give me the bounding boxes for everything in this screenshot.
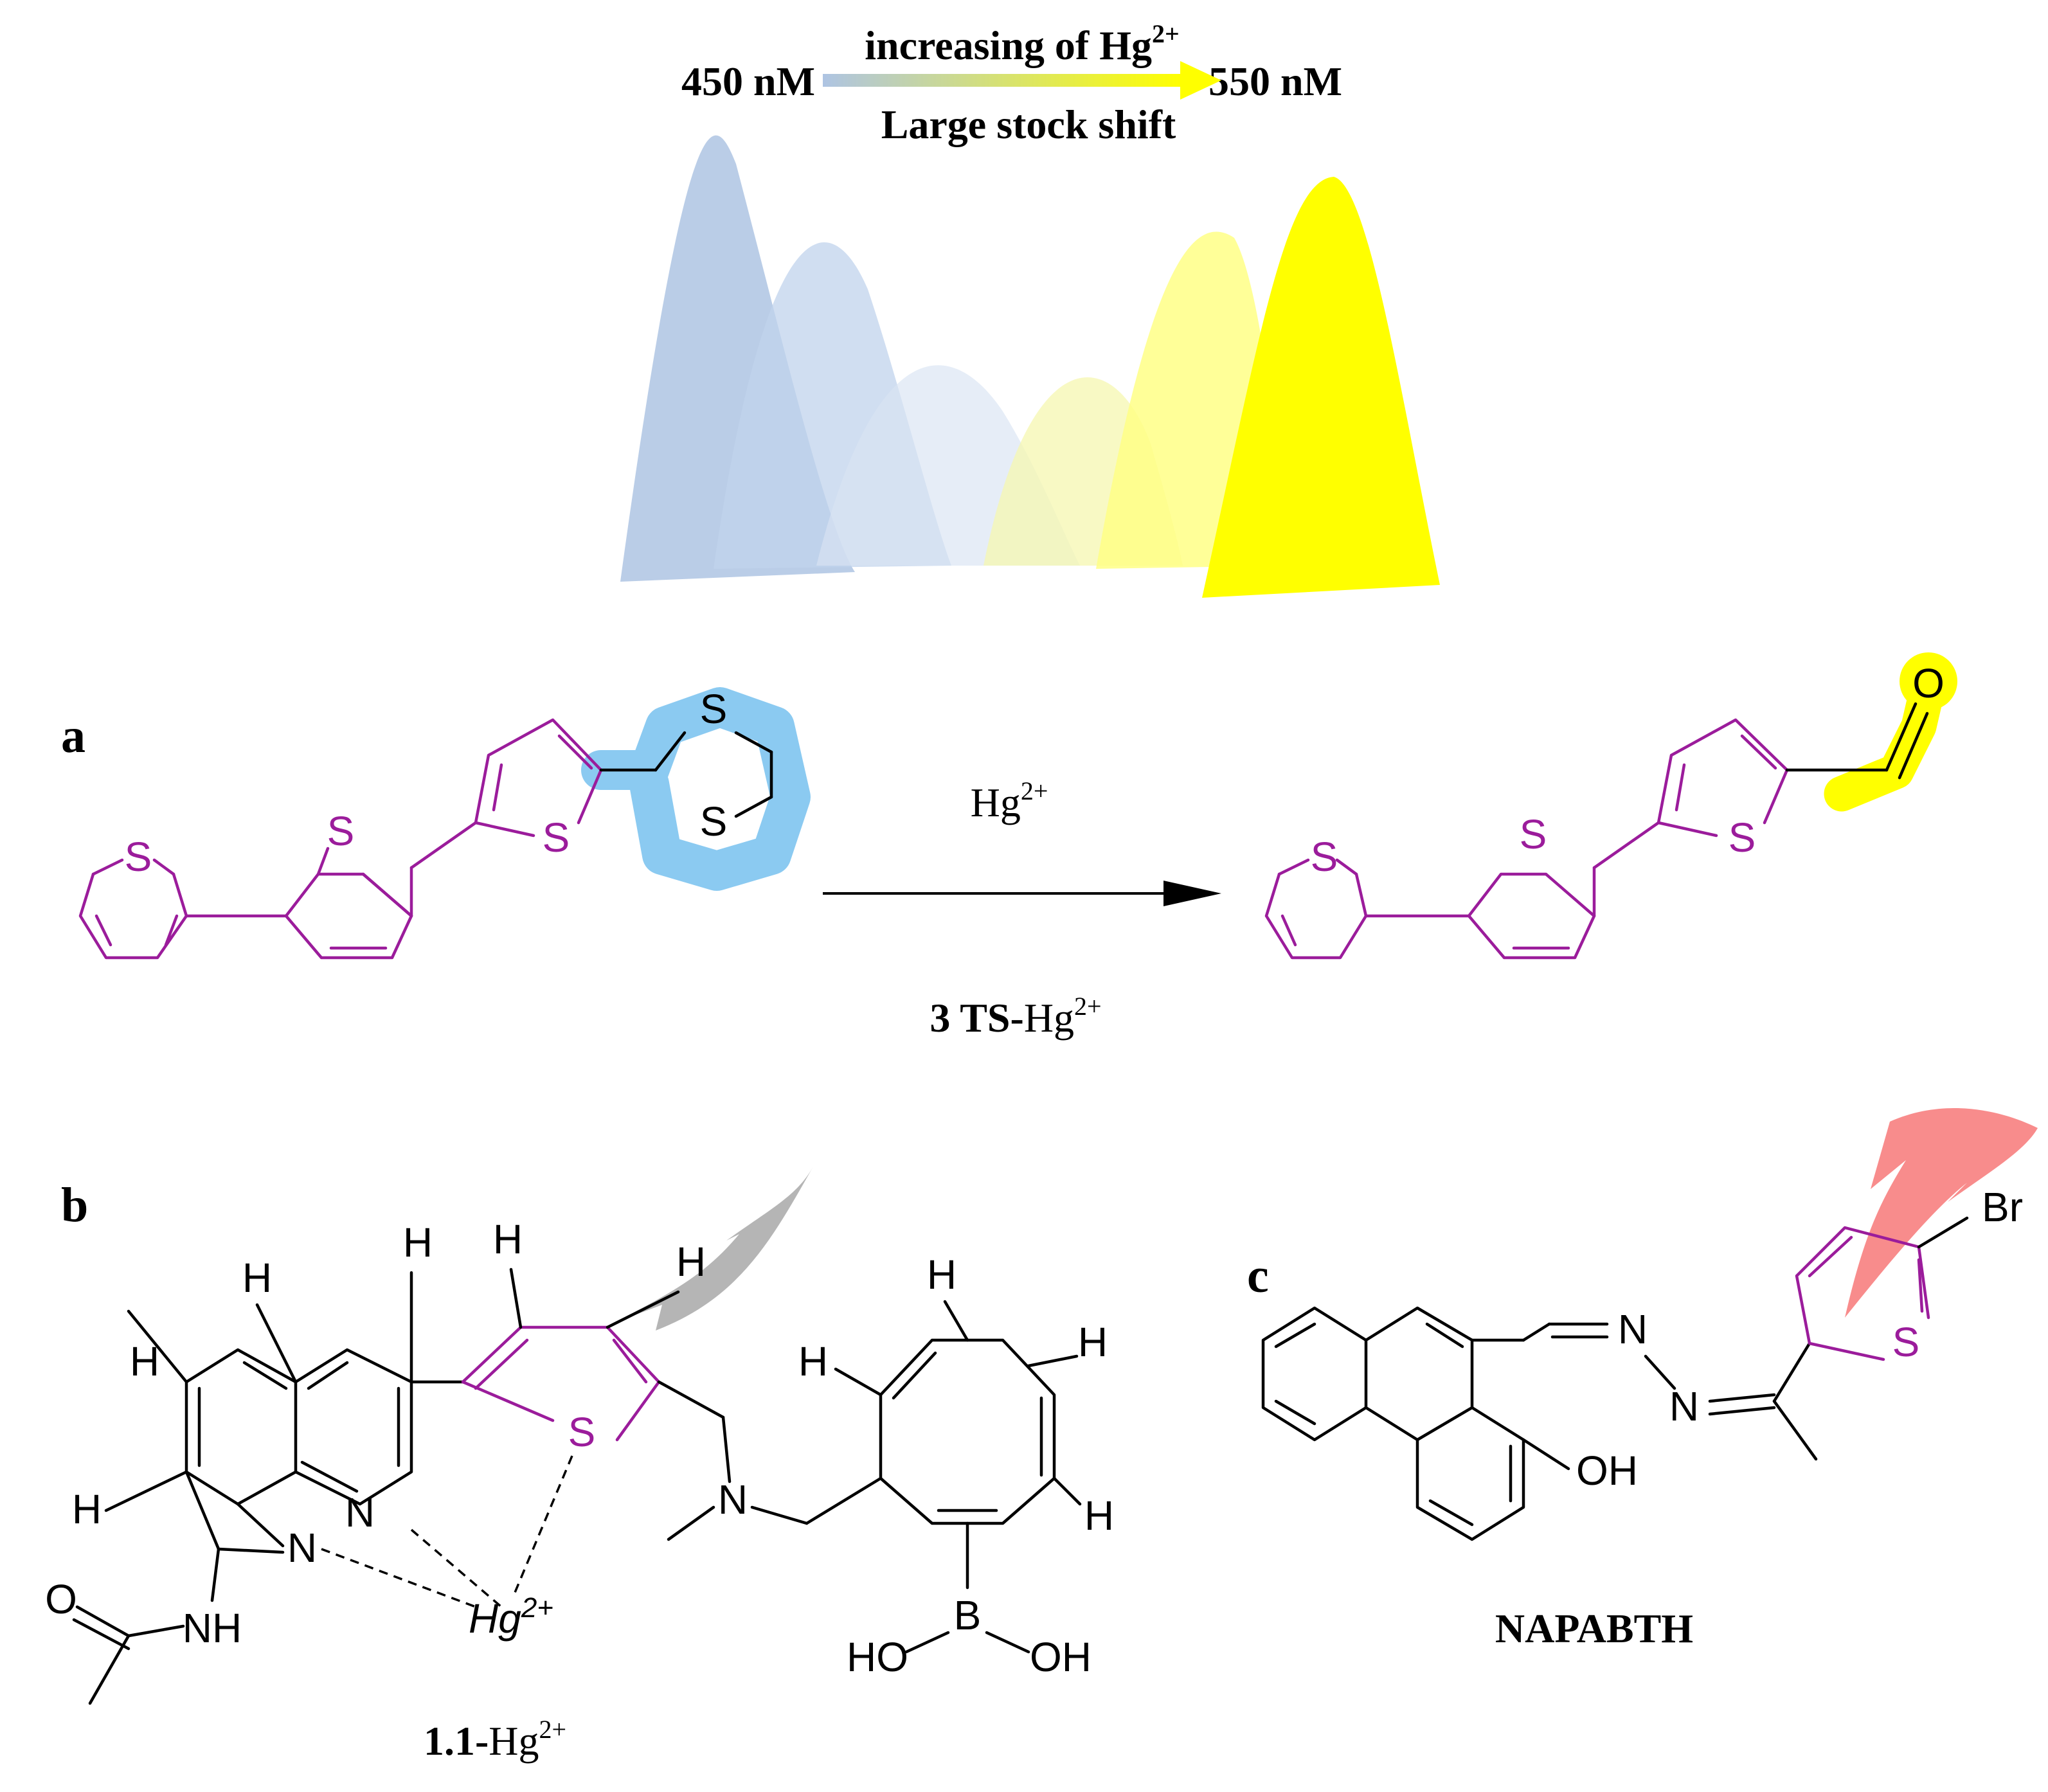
product-s-2: S (1520, 811, 1547, 857)
h-atom-2: H (403, 1219, 433, 1266)
panel-b-letter: b (61, 1178, 88, 1232)
h-atom-7: H (927, 1251, 957, 1298)
h-atom-3: H (130, 1338, 159, 1384)
napabth-s: S (1892, 1319, 1920, 1365)
boronic-oh: OH (1030, 1634, 1091, 1680)
panel-c-letter: c (1247, 1249, 1269, 1303)
compound-1-1-label: 1.1-Hg2+ (424, 1715, 566, 1764)
start-wavelength-label: 450 nM (681, 58, 815, 104)
reactant-ring-2 (284, 872, 413, 960)
dithiolane-s-bottom: S (700, 798, 728, 845)
reactant-ring-1 (78, 872, 188, 960)
hg-ion: Hg2+ (469, 1592, 553, 1642)
product-s-1: S (1311, 834, 1338, 880)
panel-a-letter: a (61, 709, 85, 763)
naphthyridine-n-2: N (287, 1525, 317, 1571)
arrow-top-label: increasing of Hg2+ (865, 19, 1180, 68)
h-atom-1: H (242, 1255, 272, 1301)
reactant-s-2: S (327, 808, 355, 854)
arrow-bottom-label: Large stock shift (881, 102, 1176, 147)
napabth-oh: OH (1576, 1447, 1638, 1494)
reaction-reagent: Hg2+ (971, 776, 1048, 825)
dithiolane-s-top: S (700, 686, 728, 732)
h-atom-10: H (1084, 1492, 1114, 1539)
amine-n: N (718, 1476, 748, 1523)
compound-1-1: H H H H N N O NH S H H N (45, 1216, 1114, 1705)
napabth-br: Br (1982, 1184, 2023, 1230)
napabth-n-1: N (1618, 1306, 1648, 1352)
naphthyridine-n-1: N (345, 1489, 375, 1536)
h-atom-8: H (798, 1338, 828, 1384)
yellow-peak-3 (1202, 177, 1440, 598)
h-atom-6: H (676, 1239, 706, 1285)
reactant-s-3: S (543, 814, 570, 861)
reactant-s-1: S (125, 834, 152, 880)
napabth-n-2: N (1669, 1383, 1699, 1429)
napabth-label: NAPABTH (1495, 1606, 1693, 1651)
product-3ts-label: 3 TS-Hg2+ (930, 992, 1101, 1041)
thiophene-ring-b (461, 1325, 661, 1442)
product-terthiophene-aldehyde: S S S O (1264, 660, 1945, 960)
reactant-terthiophene: S S S S S (78, 686, 773, 960)
compound-napabth: OH N N S Br (1261, 1184, 2023, 1541)
product-s-3: S (1729, 814, 1756, 861)
amide-nh: NH (183, 1605, 242, 1651)
phenyl-ring (879, 1338, 1056, 1525)
boron-atom: B (954, 1592, 982, 1638)
boronic-ho: HO (847, 1634, 908, 1680)
reaction-arrow: Hg2+ 3 TS-Hg2+ (823, 776, 1221, 1041)
product-ring-3 (1657, 718, 1789, 825)
gray-lightning-arrow (611, 1167, 813, 1331)
emission-peaks (620, 135, 1440, 598)
h-atom-9: H (1078, 1319, 1108, 1365)
end-wavelength-label: 550 nM (1208, 58, 1342, 104)
reactant-ring-3 (474, 718, 603, 825)
product-ring-1 (1264, 872, 1368, 960)
napabth-thiophene (1795, 1226, 1930, 1345)
thiophene-s-b: S (568, 1409, 596, 1455)
gradient-arrow-shaft (823, 74, 1183, 87)
h-atom-5: H (493, 1216, 523, 1262)
amide-o: O (45, 1576, 77, 1622)
carbonyl-highlight (1900, 652, 1957, 710)
emission-shift-header: 450 nM 550 nM increasing of Hg2+ Large s… (681, 19, 1342, 147)
gradient-arrow-head (1180, 61, 1221, 100)
red-lightning-arrow (1845, 1107, 2038, 1318)
aldehyde-o: O (1912, 660, 1945, 706)
product-ring-2 (1467, 872, 1596, 960)
dithiolane-highlight (581, 687, 811, 891)
h-atom-4: H (72, 1486, 102, 1532)
